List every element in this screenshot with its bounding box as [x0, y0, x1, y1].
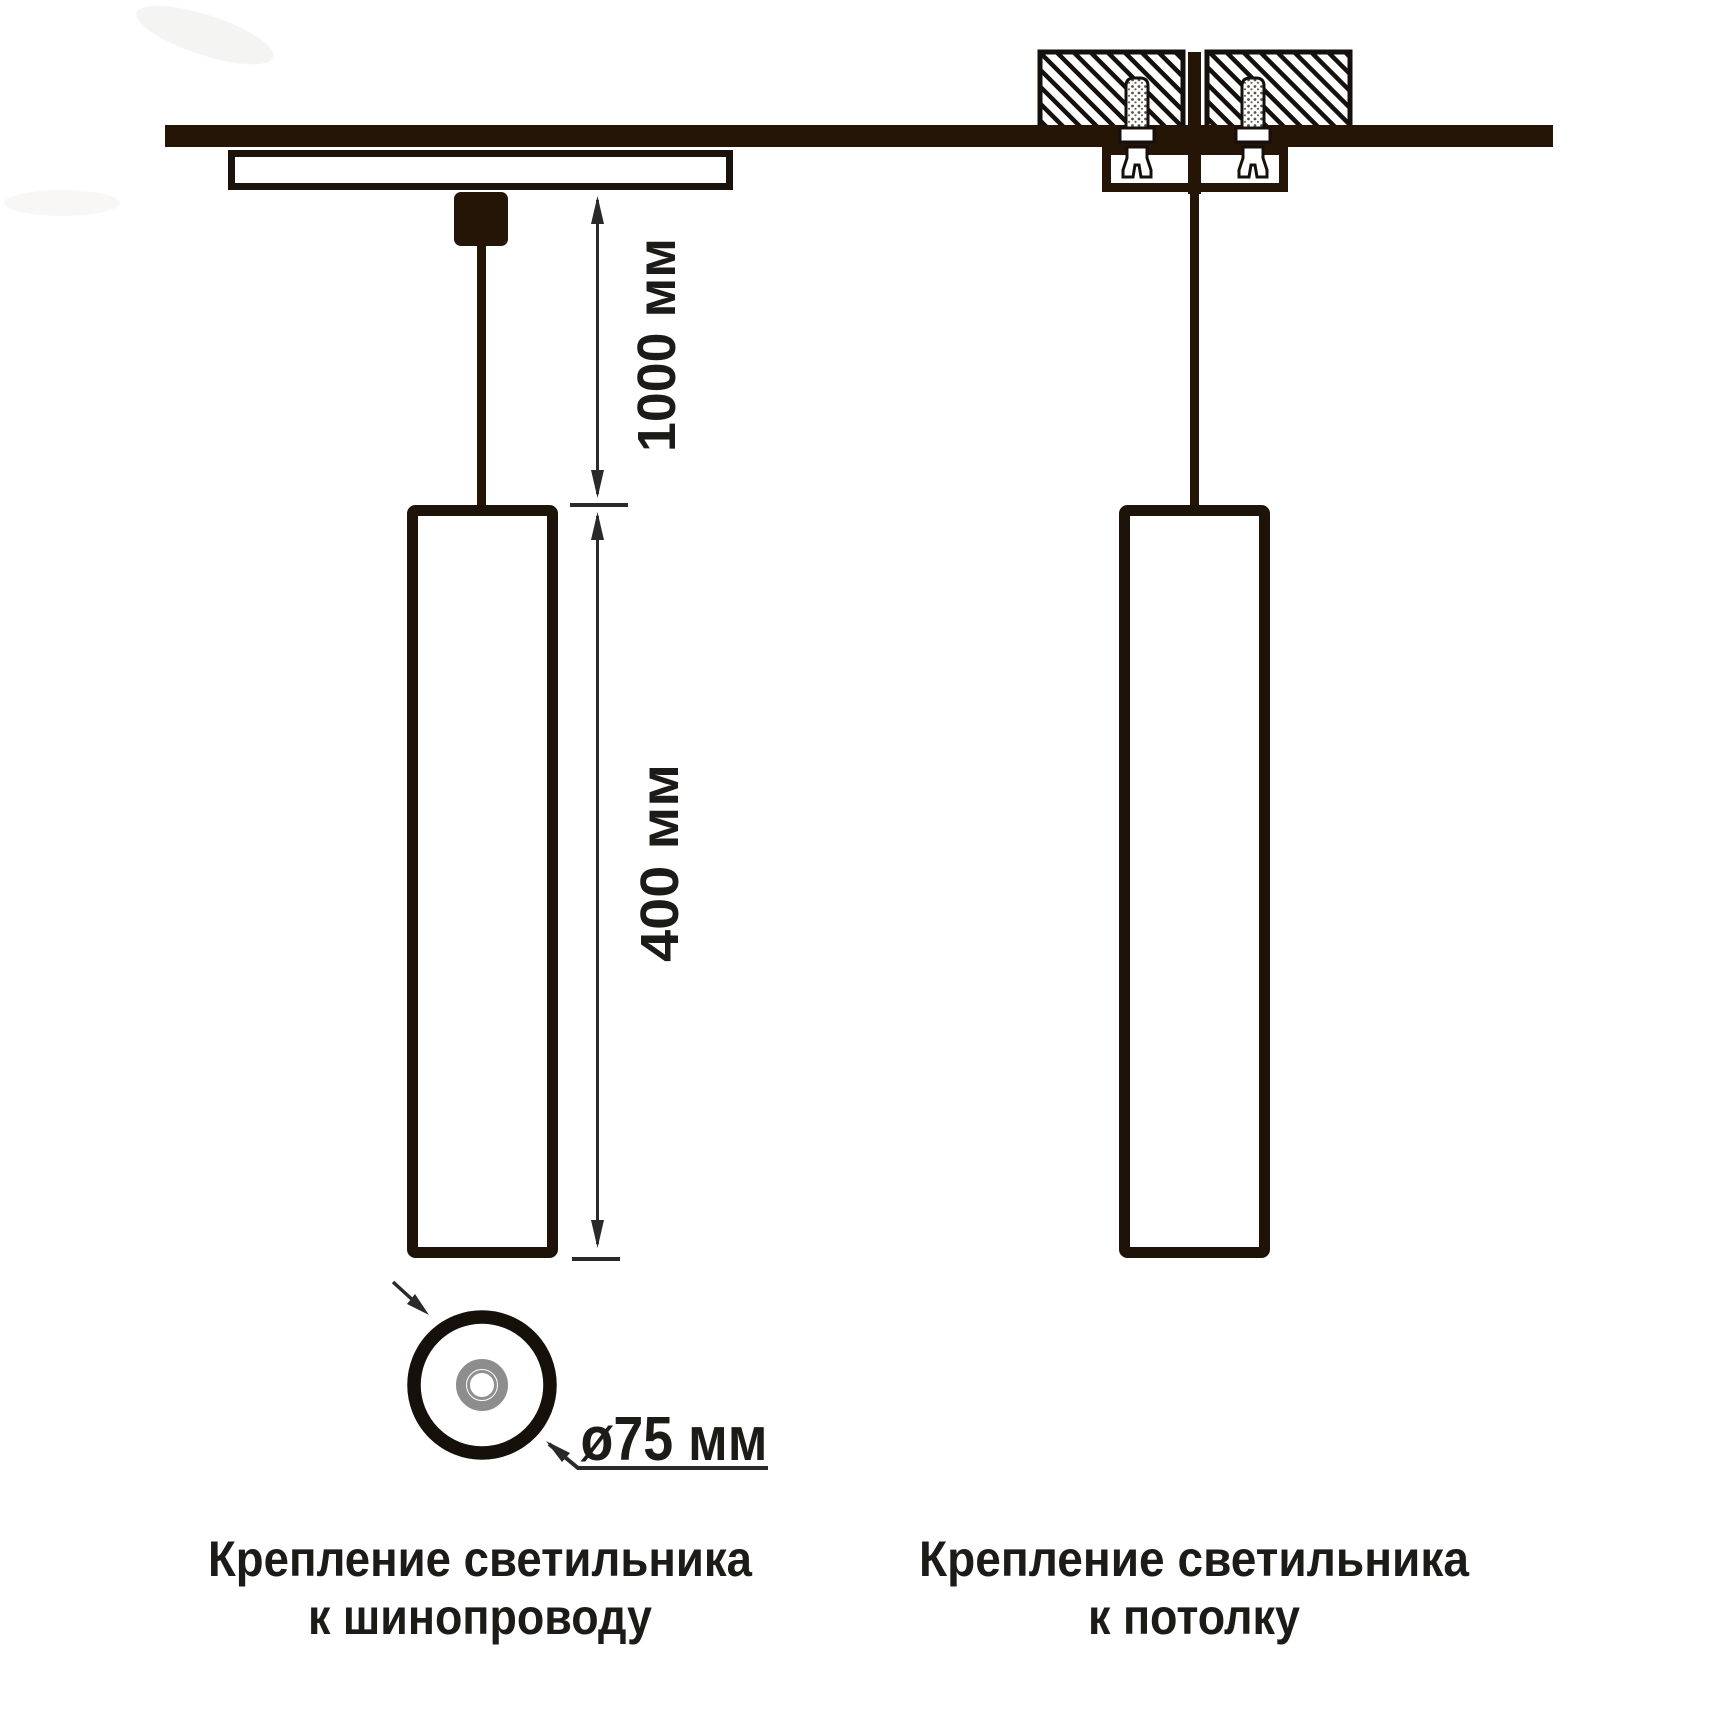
anchor-screw — [1118, 76, 1156, 179]
caption-track-line2: к шинопроводу — [308, 1589, 652, 1645]
caption-ceiling-line2: к потолку — [1088, 1589, 1300, 1645]
arrowhead-down-icon — [591, 470, 604, 498]
suspension-cord-left — [477, 246, 486, 505]
ceiling-line — [165, 125, 1553, 147]
scan-artifacts — [4, 5, 274, 216]
caption-ceiling-line1: Крепление светильника — [919, 1531, 1470, 1587]
lens-inner-ring — [467, 1370, 497, 1400]
screw-tip — [1121, 145, 1153, 179]
ceiling-mounting-diagram — [1102, 52, 1288, 1258]
arrowhead-icon — [407, 1294, 429, 1315]
track-mounting-diagram: 1000 мм 400 мм ø75 мм — [165, 49, 1553, 1474]
arrowhead-up-icon — [591, 196, 604, 224]
captions: Крепление светильника к шинопроводу Креп… — [208, 1531, 1470, 1645]
screw-flange — [1118, 126, 1156, 144]
diameter-leader — [546, 1441, 768, 1470]
screw-tip — [1237, 145, 1269, 179]
lens-outer-ring — [456, 1359, 508, 1411]
pendant-tube-right — [1119, 505, 1270, 1258]
pointer-arrow — [391, 1280, 429, 1315]
dimension-1000mm — [570, 196, 628, 507]
mounting-rod — [1188, 52, 1201, 194]
anchor-screw — [1234, 76, 1272, 179]
arrowhead-down-icon — [591, 1220, 604, 1248]
suspension-cord-right — [1190, 194, 1199, 505]
ceiling-slab-hatched-left-block — [1037, 49, 1186, 137]
track-adapter — [454, 192, 508, 246]
arrowhead-up-icon — [591, 512, 604, 540]
dimension-400mm — [572, 512, 620, 1261]
dimension-label-1000mm: 1000 мм — [627, 238, 687, 452]
ceiling-slab-hatched-right-block — [1204, 49, 1353, 137]
screw-body — [1240, 76, 1266, 135]
fixture-bottom-view — [407, 1310, 557, 1460]
screw-body — [1124, 76, 1150, 135]
pendant-tube-left — [407, 505, 558, 1258]
arrowhead-icon — [546, 1441, 570, 1462]
diameter-label: ø75 мм — [581, 1405, 768, 1474]
dimension-label-400mm: 400 мм — [630, 764, 690, 962]
track-housing — [228, 150, 733, 190]
caption-track-line1: Крепление светильника — [208, 1531, 753, 1587]
screw-flange — [1234, 126, 1272, 144]
